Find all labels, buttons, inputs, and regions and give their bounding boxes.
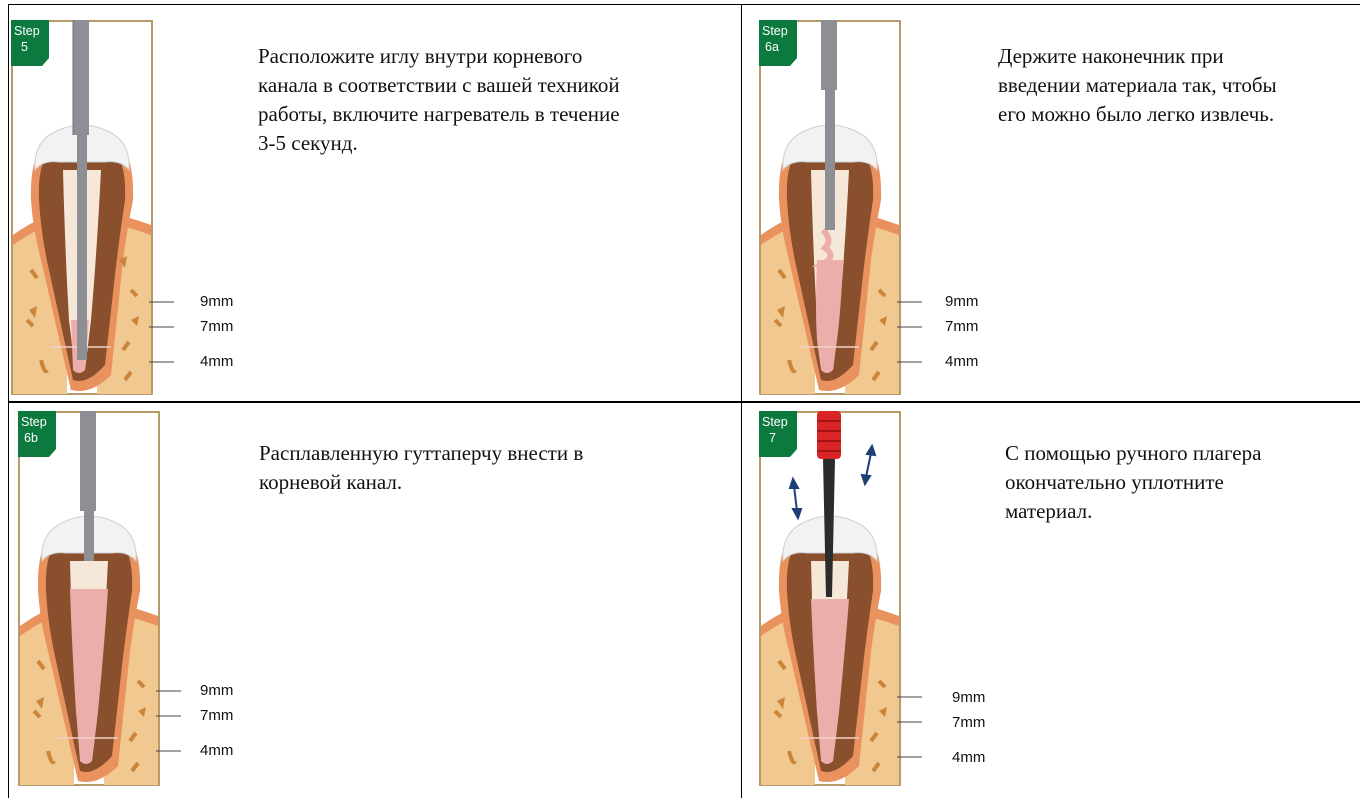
depth-label-7mm: 7mm: [945, 318, 978, 335]
step-7-description: С помощью ручного плагера окончательно у…: [1005, 439, 1355, 526]
step-badge-number: 5: [21, 40, 28, 54]
depth-label-7mm: 7mm: [952, 714, 985, 731]
step-badge-number: 7: [769, 431, 776, 445]
depth-label-7mm: 7mm: [200, 318, 233, 335]
depth-label-7mm: 7mm: [200, 707, 233, 724]
depth-label-9mm: 9mm: [200, 682, 233, 699]
depth-label-9mm: 9mm: [952, 689, 985, 706]
step-6b-tooth-illustration: 9mm 7mm 4mm Step 6b: [18, 411, 250, 805]
step-6a-tooth-illustration: 9mm 7mm 4mm Step 6a: [759, 20, 991, 414]
step-badge-word: Step: [762, 24, 788, 38]
step-5-panel: 9mm 7mm 4mm Step 5 Расположите иглу внут…: [9, 5, 741, 401]
step-badge-word: Step: [21, 415, 47, 429]
depth-label-4mm: 4mm: [945, 353, 978, 370]
depth-label-9mm: 9mm: [200, 293, 233, 310]
step-7-tooth-illustration: 9mm 7mm 4mm Step 7: [759, 411, 991, 805]
depth-label-4mm: 4mm: [952, 749, 985, 766]
step-6a-panel: 9mm 7mm 4mm Step 6a Держите наконечник п…: [742, 5, 1360, 401]
step-6b-panel: 9mm 7mm 4mm Step 6b Расплавленную гуттап…: [9, 403, 741, 798]
depth-label-4mm: 4mm: [200, 742, 233, 759]
step-badge-number: 6a: [765, 40, 779, 54]
instruction-table: 9mm 7mm 4mm Step 5 Расположите иглу внут…: [8, 4, 1360, 798]
step-5-tooth-illustration: 9mm 7mm 4mm Step 5: [11, 20, 243, 414]
depth-label-9mm: 9mm: [945, 293, 978, 310]
step-5-description: Расположите иглу внутри корневого канала…: [258, 42, 728, 158]
step-badge-word: Step: [762, 415, 788, 429]
step-badge-number: 6b: [24, 431, 38, 445]
step-7-panel: 9mm 7mm 4mm Step 7 С помощью ручного пла…: [742, 403, 1360, 798]
depth-label-4mm: 4mm: [200, 353, 233, 370]
step-6b-description: Расплавленную гуттаперчу внести в корнев…: [259, 439, 729, 497]
step-6a-description: Держите наконечник при введении материал…: [998, 42, 1353, 129]
step-badge-word: Step: [14, 24, 40, 38]
